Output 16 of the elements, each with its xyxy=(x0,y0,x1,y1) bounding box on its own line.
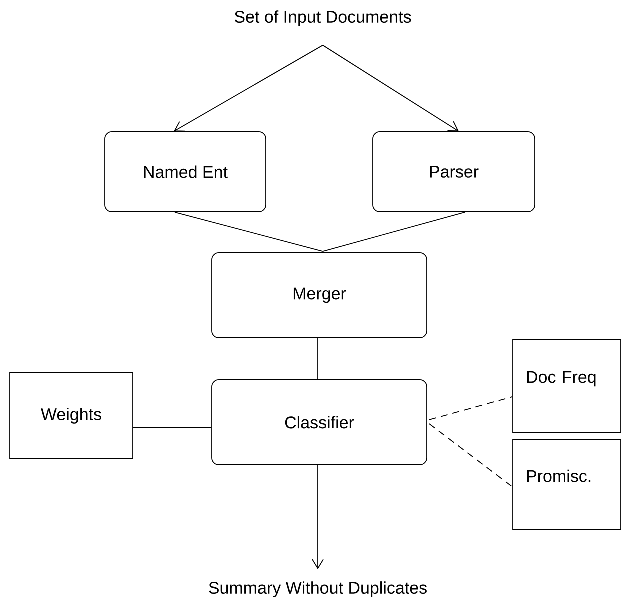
output-label: Summary Without Duplicates xyxy=(209,582,427,598)
feature-box: Doc Freq xyxy=(512,340,622,434)
connector xyxy=(174,212,324,252)
arrow xyxy=(322,44,459,132)
process-box: Merger xyxy=(212,252,428,338)
arrow xyxy=(312,464,324,570)
process-box: Classifier xyxy=(212,380,428,466)
feature-box: Promisc. xyxy=(512,440,622,530)
process-box: Parser xyxy=(372,132,536,212)
connector xyxy=(322,212,466,252)
arrow xyxy=(174,44,324,132)
input-box: Weights xyxy=(10,372,134,460)
process-box: Named Ent xyxy=(104,132,266,212)
dashed-connector xyxy=(429,396,513,420)
dashed-connector xyxy=(429,424,513,488)
input-label: Set of Input Documents xyxy=(234,10,412,26)
